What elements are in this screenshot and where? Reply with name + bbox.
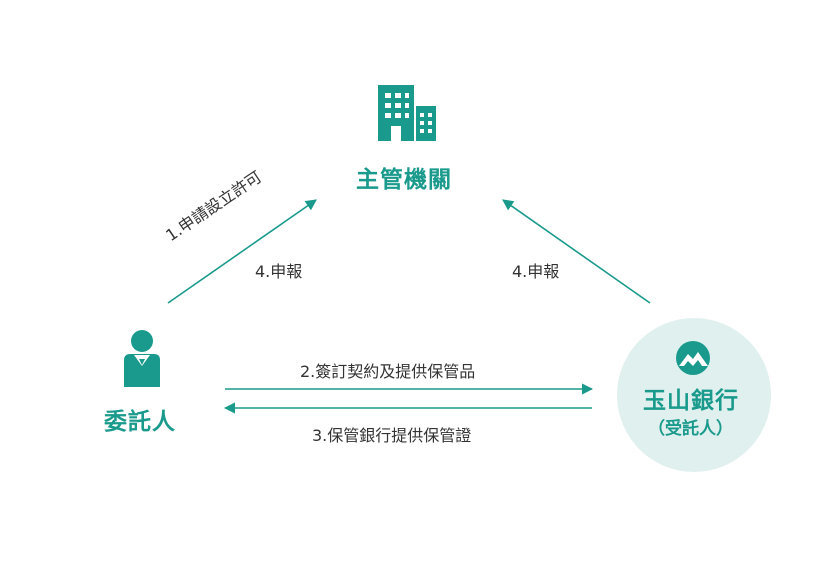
- building-icon: [378, 85, 436, 141]
- arrow-apply-permit: [167, 199, 317, 304]
- bank-sublabel: （受託人）: [648, 419, 733, 439]
- edge-label-report-right: 4.申報: [512, 262, 560, 281]
- esun-logo-icon: [676, 341, 710, 375]
- edge-label-sign-contract: 2.簽訂契約及提供保管品: [300, 362, 476, 381]
- edge-label-report-left: 4.申報: [255, 262, 303, 281]
- person-icon: [124, 330, 160, 387]
- bank-circle: [617, 318, 771, 472]
- settlor-label: 委託人: [104, 409, 176, 435]
- edge-label-provide-certificate: 3.保管銀行提供保管證: [312, 426, 472, 445]
- arrow-report-right: [502, 199, 651, 304]
- bank-label: 玉山銀行: [643, 388, 739, 414]
- authority-label: 主管機關: [356, 167, 452, 193]
